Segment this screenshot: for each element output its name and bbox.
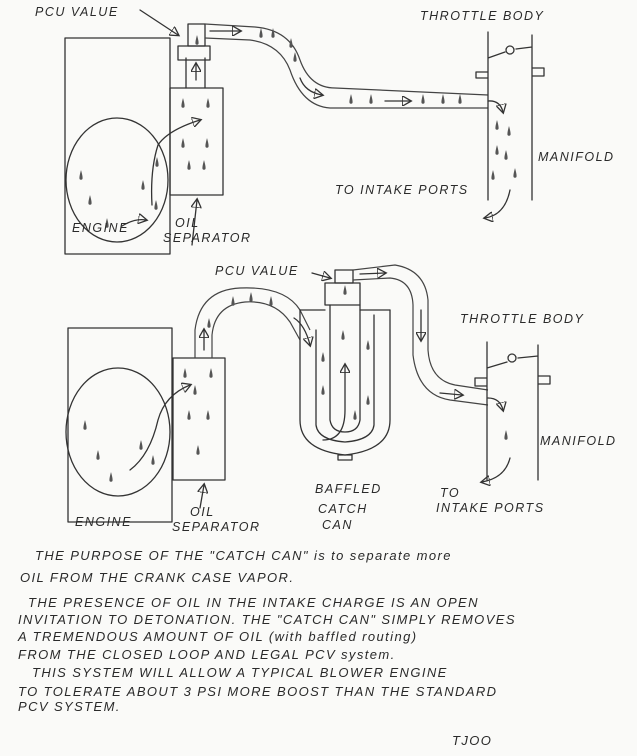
top-diagram: PCU VALUE THROTTLE BODY MANIFOLD TO INTA… <box>35 5 615 255</box>
note-line: INVITATION TO DETONATION. THE "CATCH CAN… <box>18 612 516 627</box>
label-throttle-body: THROTTLE BODY <box>460 312 585 326</box>
label-engine: ENGINE <box>72 221 129 235</box>
note-line: THE PRESENCE OF OIL IN THE INTAKE CHARGE… <box>28 595 479 610</box>
separator-pointer-arrow <box>192 200 197 246</box>
oil-separator <box>172 357 226 481</box>
note-line: OIL FROM THE CRANK CASE VAPOR. <box>20 570 294 585</box>
throttle-body <box>475 31 545 218</box>
signature: TJOO <box>452 733 492 748</box>
label-intake-ports: INTAKE PORTS <box>436 501 545 515</box>
pcv-pointer-arrow <box>311 273 330 278</box>
oil-droplets <box>83 285 508 482</box>
pcv-pointer-arrow <box>139 9 178 35</box>
label-to: TO <box>440 486 460 500</box>
hose-to-throttle <box>204 23 503 112</box>
note-line: THIS SYSTEM WILL ALLOW A TYPICAL BLOWER … <box>32 665 448 680</box>
note-line: THE PURPOSE OF THE "CATCH CAN" is to sep… <box>35 548 452 563</box>
label-oil: OIL <box>190 505 215 519</box>
separator-pointer-arrow <box>200 485 204 509</box>
baffled-catch-can <box>299 304 391 461</box>
bottom-diagram: PCU VALUE THROTTLE BODY MANIFOLD TO INTA… <box>65 264 617 534</box>
note-line: FROM THE CLOSED LOOP AND LEGAL PCV syste… <box>18 647 396 662</box>
label-engine: ENGINE <box>75 515 132 529</box>
pcv-valve <box>177 23 211 61</box>
label-pcv-valve: PCU VALUE <box>35 5 119 19</box>
throttle-body <box>474 341 551 482</box>
label-pcv-valve: PCU VALUE <box>215 264 299 278</box>
pcv-valve <box>324 269 361 306</box>
label-to-intake-ports: TO INTAKE PORTS <box>335 183 469 197</box>
oil-separator <box>169 57 224 196</box>
label-oil: OIL <box>175 216 200 230</box>
hose-to-throttle <box>352 264 503 410</box>
label-manifold: MANIFOLD <box>540 434 617 448</box>
note-line: A TREMENDOUS AMOUNT OF OIL (with baffled… <box>17 629 417 644</box>
label-catch: CATCH <box>318 502 368 516</box>
note-line: TO TOLERATE ABOUT 3 PSI MORE BOOST THAN … <box>18 684 497 699</box>
label-manifold: MANIFOLD <box>538 150 615 164</box>
label-throttle-body: THROTTLE BODY <box>420 9 545 23</box>
hose-to-catch-can <box>194 287 310 358</box>
note-line: PCV SYSTEM. <box>18 699 121 714</box>
label-baffled: BAFFLED <box>315 482 382 496</box>
label-separator: SEPARATOR <box>163 231 252 245</box>
label-can: CAN <box>322 518 353 532</box>
handwritten-notes: THE PURPOSE OF THE "CATCH CAN" is to sep… <box>17 548 516 748</box>
engine-block <box>65 327 190 523</box>
label-separator: SEPARATOR <box>172 520 261 534</box>
